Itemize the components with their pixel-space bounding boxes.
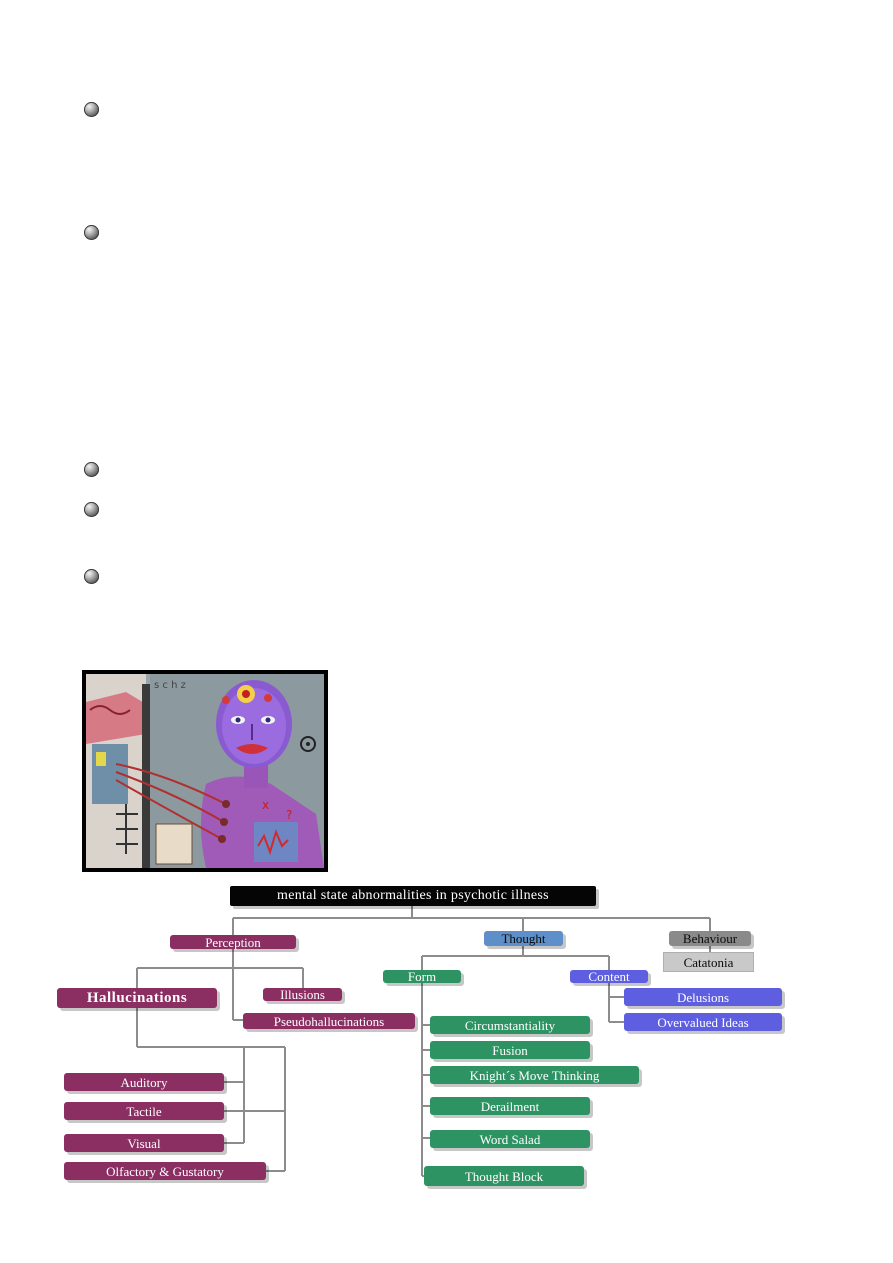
sense-node-olfactory-gustatory: Olfactory & Gustatory [64,1162,266,1180]
sense-node-auditory: Auditory [64,1073,224,1091]
form-item-word-salad: Word Salad [430,1130,590,1148]
content-item-overvalued-ideas: Overvalued Ideas [624,1013,782,1031]
form-item-knights-move: Knight´s Move Thinking [430,1066,639,1084]
content-item-delusions: Delusions [624,988,782,1006]
perception-node: Perception [170,935,296,949]
form-item-circumstantiality: Circumstantiality [430,1016,590,1034]
bullet-icon [84,502,99,517]
illusions-node: Illusions [263,988,342,1001]
thought-node: Thought [484,931,563,946]
svg-text:x: x [262,798,269,812]
painted-figure-artwork: x ? s c h z [82,670,328,872]
pseudohallucinations-node: Pseudohallucinations [243,1013,415,1029]
form-node: Form [383,970,461,983]
bullet-icon [84,569,99,584]
sense-node-visual: Visual [64,1134,224,1152]
form-item-thought-block: Thought Block [424,1166,584,1186]
sense-node-tactile: Tactile [64,1102,224,1120]
hallucinations-node: Hallucinations [57,988,217,1008]
bullet-icon [84,102,99,117]
bullet-icon [84,225,99,240]
form-item-fusion: Fusion [430,1041,590,1059]
catatonia-node: Catatonia [663,952,754,972]
behaviour-node: Behaviour [669,931,751,946]
content-node: Content [570,970,648,983]
svg-text:?: ? [286,808,292,822]
form-item-derailment: Derailment [430,1097,590,1115]
artwork-image: x ? s c h z [86,674,324,868]
svg-text:s c h z: s c h z [154,680,186,691]
diagram-root-node: mental state abnormalities in psychotic … [230,886,596,906]
bullet-icon [84,462,99,477]
